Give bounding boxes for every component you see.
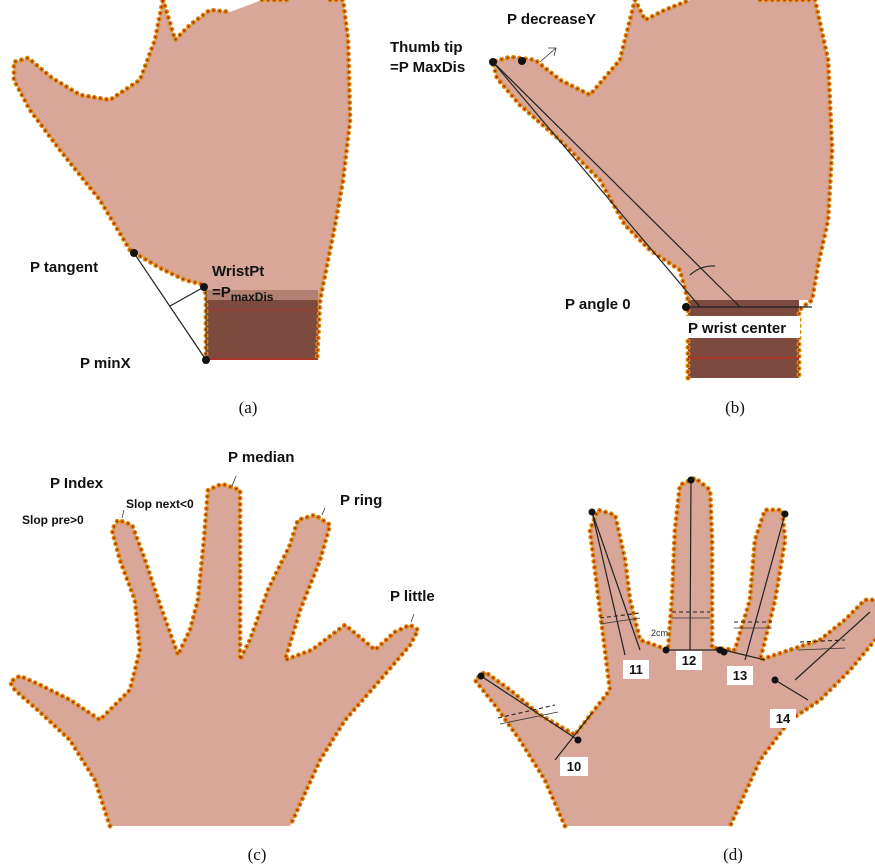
number-box-11: 11 xyxy=(623,660,649,679)
wrist-point xyxy=(200,283,208,291)
number-13: 13 xyxy=(733,668,747,683)
label-wrist-pt: WristPt xyxy=(212,263,264,280)
number-10: 10 xyxy=(567,759,581,774)
label-slop-next: Slop next<0 xyxy=(126,497,194,511)
label-slop-pre: Slop pre>0 xyxy=(22,513,84,527)
thumb-tip-point-d xyxy=(478,673,485,680)
panel-a: P tangent WristPt =PmaxDis P minX (a) xyxy=(14,0,350,417)
label-p-tangent: P tangent xyxy=(30,259,98,276)
label-p-decreasey: P decreaseY xyxy=(507,11,596,28)
p-decreasey-point xyxy=(518,57,526,65)
valley-point-11 xyxy=(663,647,670,654)
number-12: 12 xyxy=(682,653,696,668)
label-p-angle0: P angle 0 xyxy=(565,296,631,313)
panel-d: 2cm 10 11 12 13 14 (d) xyxy=(475,477,875,865)
panel-a-hand xyxy=(14,0,350,360)
label-thumb-tip: Thumb tip xyxy=(390,39,462,56)
label-p-ring: P ring xyxy=(340,492,382,509)
label-p-little: P little xyxy=(390,588,435,605)
label-p-index: P Index xyxy=(50,475,104,492)
caption-a: (a) xyxy=(239,398,258,417)
index-tip-point-d xyxy=(589,509,596,516)
number-box-13: 13 xyxy=(727,666,753,685)
caption-b: (b) xyxy=(725,398,745,417)
label-p-maxdis-b: =P MaxDis xyxy=(390,59,465,76)
number-14: 14 xyxy=(776,711,791,726)
label-p-wrist-center: P wrist center xyxy=(688,320,786,337)
number-box-10: 10 xyxy=(560,757,588,776)
panel-c: P Index Slop pre>0 Slop next<0 P median … xyxy=(10,449,435,864)
p-tangent-point xyxy=(130,249,138,257)
label-p-minx: P minX xyxy=(80,355,131,372)
number-11: 11 xyxy=(629,662,643,677)
middle-tip-point-d xyxy=(688,477,695,484)
caption-d: (d) xyxy=(723,845,743,864)
valley-point-14 xyxy=(772,677,779,684)
p-angle0-point xyxy=(682,303,690,311)
label-p-median: P median xyxy=(228,449,294,466)
panel-d-hand xyxy=(475,478,875,826)
label-maxdis-subscript: maxDis xyxy=(231,290,274,304)
panel-c-hand xyxy=(10,484,418,826)
panel-b: Thumb tip =P MaxDis P decreaseY P angle … xyxy=(390,0,832,417)
p-minx-point xyxy=(202,356,210,364)
valley-point-13 xyxy=(721,649,728,656)
number-box-14: 14 xyxy=(770,709,796,728)
thumb-tip-point xyxy=(489,58,497,66)
valley-point-10 xyxy=(575,737,582,744)
label-two-cm: 2cm xyxy=(651,628,668,638)
caption-c: (c) xyxy=(248,845,267,864)
ring-tip-point-d xyxy=(782,511,789,518)
number-box-12: 12 xyxy=(676,651,702,670)
